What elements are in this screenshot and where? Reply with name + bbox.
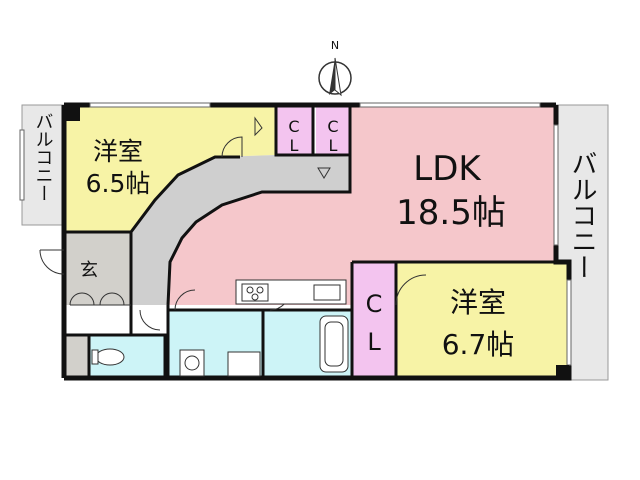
washing-machine-icon: [227, 351, 261, 377]
shoe-storage-doors: [69, 292, 131, 306]
ldk-size: 18.5帖: [396, 193, 506, 233]
western-room-2-name: 洋室: [450, 286, 506, 319]
sink-icon: [313, 284, 341, 301]
burner-icon: [251, 293, 259, 301]
pillar: [64, 105, 80, 121]
western-room-1-size: 6.5帖: [86, 169, 151, 198]
balcony-west: [21, 104, 65, 226]
door-marker-1: [254, 116, 263, 137]
interior-walls: [64, 105, 569, 378]
closet-1-label-c: C: [288, 117, 299, 136]
closet-3-label-c: C: [366, 290, 383, 318]
door-marker-2: [317, 167, 331, 179]
bathtub-icon: [319, 315, 349, 373]
closet-3: [352, 262, 396, 378]
closet-3-label-l: L: [367, 328, 381, 356]
entrance-area: [64, 232, 131, 305]
entrance-label: 玄: [80, 260, 98, 281]
storage-small: [64, 335, 89, 378]
closet-1: [276, 105, 313, 155]
ldk-room: [168, 105, 556, 305]
toilet-icon: [95, 348, 125, 366]
balcony-east-label: バルコニー: [567, 150, 597, 280]
western-room-1-name: 洋室: [93, 137, 143, 166]
western-room-1: [64, 105, 276, 232]
ldk-name: LDK: [413, 149, 482, 189]
pillar: [556, 365, 569, 378]
closet-2-label-c: C: [327, 117, 338, 136]
corridor: [131, 155, 350, 305]
closet-2: [316, 105, 350, 155]
balcony-west-label: バルコニー: [33, 112, 54, 202]
closet-2-label-l: L: [329, 136, 338, 155]
basin-bowl-icon: [184, 355, 200, 371]
doors: [39, 136, 427, 331]
toilet-tank-icon: [91, 349, 99, 365]
compass-north-label: N: [331, 39, 339, 52]
western-room-2: [396, 262, 569, 378]
windows: [19, 102, 572, 366]
burner-icon: [246, 286, 254, 294]
washbasin-icon: [179, 349, 205, 377]
bathtub-inner-icon: [324, 321, 344, 367]
western-room-2-size: 6.7帖: [442, 328, 515, 361]
burner-icon: [256, 286, 264, 294]
closet-1-label-l: L: [290, 136, 299, 155]
shoe-cabinet: [64, 305, 131, 335]
compass-icon: [318, 57, 352, 97]
stove-icon: [241, 283, 269, 302]
